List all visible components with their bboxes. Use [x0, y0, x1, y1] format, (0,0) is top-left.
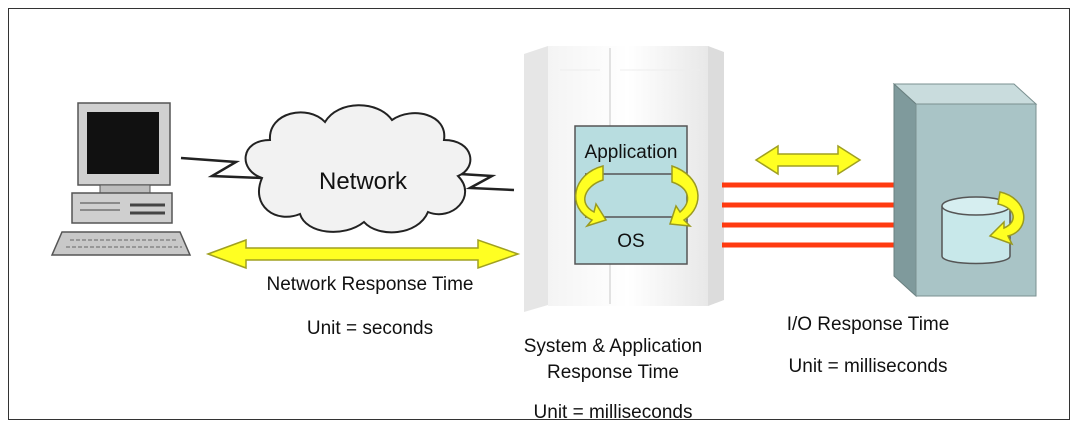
io-channel-lines — [722, 182, 905, 248]
os-label: OS — [617, 231, 645, 252]
io-response-arrow — [754, 144, 862, 176]
io-unit-label: Unit = milliseconds — [788, 356, 948, 377]
system-response-time-line2: Response Time — [546, 362, 679, 383]
network-unit-label: Unit = seconds — [306, 318, 434, 339]
link-computer-cloud — [180, 156, 263, 180]
io-response-time-label: I/O Response Time — [786, 314, 950, 335]
link-cloud-mainframe — [459, 172, 515, 192]
cloud-icon — [244, 104, 472, 234]
network-response-arrow — [205, 238, 521, 270]
left-cycle-arrow-icon — [574, 165, 608, 228]
storage-array-icon — [892, 82, 1038, 298]
system-response-time-line1: System & Application — [523, 336, 703, 357]
disk-icon — [941, 196, 1011, 265]
application-label: Application — [584, 142, 678, 163]
right-cycle-arrow-icon — [668, 164, 699, 227]
network-label: Network — [318, 168, 408, 195]
disk-cycle-arrow-icon — [988, 191, 1025, 246]
system-unit-label: Unit = milliseconds — [533, 402, 693, 423]
computer-icon — [50, 102, 192, 256]
network-response-time-label: Network Response Time — [266, 274, 474, 295]
